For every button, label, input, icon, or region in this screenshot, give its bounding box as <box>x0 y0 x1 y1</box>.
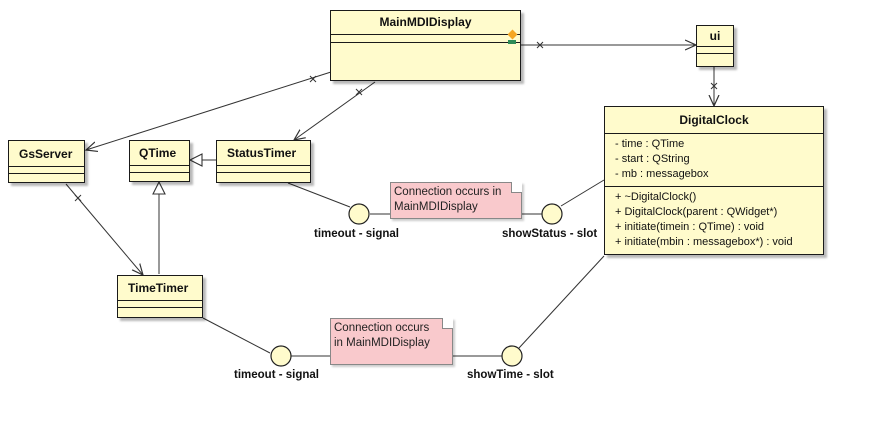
operations-compartment: + ~DigitalClock() + DigitalClock(parent … <box>605 186 823 254</box>
status-timeout-signal-label: timeout - signal <box>314 228 399 240</box>
operation-constructor: + DigitalClock(parent : QWidget*) <box>615 206 778 218</box>
note-line: Connection occurs <box>334 322 430 334</box>
operation-initiate-time: + initiate(timein : QTime) : void <box>615 221 765 233</box>
wire-showtime-digitalclock <box>518 255 605 349</box>
operations-compartment <box>217 172 310 180</box>
class-name: GsServer <box>19 147 73 161</box>
time-timeout-signal-port <box>270 345 292 367</box>
assoc-main-statustimer <box>294 81 376 140</box>
class-name: TimeTimer <box>128 281 189 295</box>
attributes-compartment <box>331 34 520 42</box>
nav-x-main-statustimer <box>355 88 363 96</box>
show-status-slot-port <box>541 203 563 225</box>
nav-x-ui-digitalclock <box>710 82 718 90</box>
note-connection-bottom[interactable]: Connection occurs in MainMDIDisplay <box>330 318 453 365</box>
class-qtime[interactable]: QTime <box>129 140 190 182</box>
note-connection-top[interactable]: Connection occurs in MainMDIDisplay <box>390 182 522 219</box>
operations-compartment <box>130 172 189 179</box>
class-name: QTime <box>139 146 177 160</box>
operation-destructor: + ~DigitalClock() <box>615 191 697 203</box>
attributes-compartment: - time : QTime - start : QString - mb : … <box>605 133 823 186</box>
attributes-compartment <box>130 165 189 172</box>
nav-x-gsserver-timetimer <box>74 194 82 202</box>
note-fold-icon <box>442 318 453 329</box>
class-name: DigitalClock <box>679 113 749 127</box>
class-status-timer[interactable]: StatusTimer <box>216 140 311 183</box>
show-status-slot-label: showStatus - slot <box>502 228 598 240</box>
class-ui[interactable]: ui <box>696 25 734 67</box>
wire-showstatus-digitalclock <box>560 179 605 207</box>
note-line: MainMDIDisplay <box>394 201 478 213</box>
attribute-mb: - mb : messagebox <box>615 168 709 180</box>
class-main-mdi-display[interactable]: MainMDIDisplay <box>330 10 521 81</box>
assoc-main-gsserver <box>86 71 332 150</box>
note-line: in MainMDIDisplay <box>334 337 430 349</box>
note-line: Connection occurs in <box>394 186 502 198</box>
time-timeout-signal-label: timeout - signal <box>234 369 319 381</box>
wire-statustimer-timeout <box>287 182 351 208</box>
wire-timetimer-timeout <box>202 317 271 354</box>
note-fold-icon <box>511 182 522 193</box>
attributes-compartment <box>697 46 733 53</box>
class-name: MainMDIDisplay <box>379 15 472 29</box>
class-name: ui <box>709 29 721 43</box>
operations-compartment <box>9 173 84 180</box>
attributes-compartment <box>217 165 310 172</box>
class-time-timer[interactable]: TimeTimer <box>117 275 203 318</box>
class-gs-server[interactable]: GsServer <box>8 140 85 183</box>
operations-compartment <box>331 42 520 80</box>
show-time-slot-port <box>501 345 523 367</box>
attributes-compartment <box>118 300 202 307</box>
attribute-start: - start : QString <box>615 153 690 165</box>
class-digital-clock[interactable]: DigitalClock - time : QTime - start : QS… <box>604 106 824 255</box>
show-time-slot-label: showTime - slot <box>467 369 554 381</box>
class-name: StatusTimer <box>227 146 297 160</box>
nav-x-main-gsserver <box>309 75 317 83</box>
operations-compartment <box>697 53 733 60</box>
operation-initiate-messagebox: + initiate(mbin : messagebox*) : void <box>615 236 793 248</box>
status-timeout-signal-port <box>348 203 370 225</box>
operations-compartment <box>118 307 202 315</box>
nav-x-main-ui <box>536 41 544 49</box>
attribute-time: - time : QTime <box>615 138 685 150</box>
attributes-compartment <box>9 166 84 173</box>
green-marker-icon <box>508 40 516 44</box>
